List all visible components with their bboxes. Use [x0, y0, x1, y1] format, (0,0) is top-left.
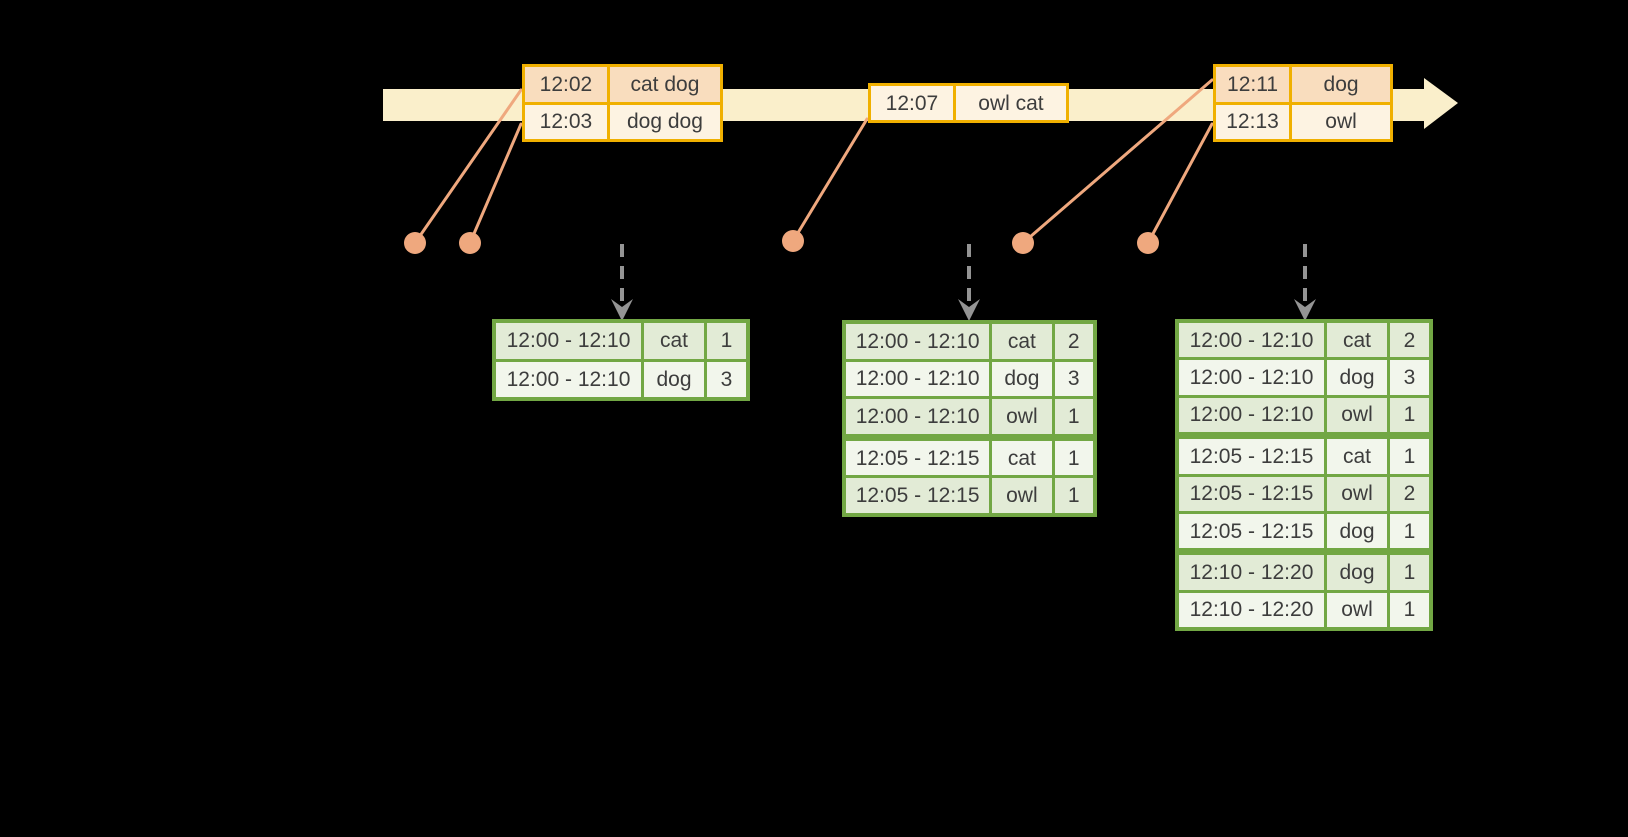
words-cell: dog [1292, 67, 1390, 102]
trigger-arrow [611, 244, 633, 321]
count-cell: 1 [1390, 439, 1429, 474]
event-connector-line [413, 88, 523, 245]
window-cell: 12:05 - 12:15 [1179, 476, 1324, 511]
window-cell: 12:05 - 12:15 [846, 440, 990, 476]
event-connector-line [791, 117, 869, 243]
time-cell: 12:02 [525, 67, 607, 102]
window-cell: 12:00 - 12:10 [496, 361, 641, 397]
word-cell: owl [1327, 397, 1387, 433]
word-cell: dog [992, 361, 1052, 397]
window-cell: 12:00 - 12:10 [1179, 323, 1324, 358]
window-cell: 12:00 - 12:10 [1179, 397, 1324, 433]
count-cell: 1 [1390, 397, 1429, 433]
word-cell: dog [1327, 360, 1387, 395]
window-cell: 12:00 - 12:10 [846, 399, 990, 434]
words-cell: cat dog [609, 67, 720, 102]
event-time-axis-arrowhead [1424, 78, 1458, 129]
trigger-arrow [958, 244, 980, 321]
word-cell: cat [992, 324, 1052, 359]
count-cell: 2 [1054, 324, 1093, 359]
count-cell: 1 [1054, 478, 1093, 513]
count-cell: 2 [1390, 476, 1429, 511]
time-cell: 12:11 [1216, 67, 1290, 102]
word-cell: cat [1327, 323, 1387, 358]
window-cell: 12:00 - 12:10 [846, 361, 990, 397]
trigger-arrow-head [958, 299, 980, 321]
time-cell: 12:07 [871, 86, 953, 120]
count-cell: 1 [707, 323, 746, 359]
time-cell: 12:03 [525, 104, 607, 139]
window-cell: 12:00 - 12:10 [496, 323, 641, 359]
window-cell: 12:10 - 12:20 [1179, 555, 1324, 590]
word-cell: owl [992, 399, 1052, 434]
words-cell: owl [1292, 104, 1390, 139]
window-cell: 12:00 - 12:10 [1179, 360, 1324, 395]
count-cell: 1 [1390, 555, 1429, 590]
word-cell: owl [1327, 592, 1387, 627]
window-cell: 12:05 - 12:15 [1179, 439, 1324, 474]
trigger-arrow [1294, 244, 1316, 321]
word-cell: owl [992, 478, 1052, 513]
count-cell: 2 [1390, 323, 1429, 358]
words-cell: dog dog [609, 104, 720, 139]
count-cell: 1 [1390, 592, 1429, 627]
trigger-arrow-head [611, 299, 633, 321]
event-dot [782, 230, 804, 252]
event-connector-line [1021, 78, 1214, 245]
count-cell: 3 [1054, 361, 1093, 397]
count-cell: 1 [1390, 513, 1429, 549]
event-connector-line [1146, 122, 1214, 245]
event-dot [1012, 232, 1034, 254]
window-cell: 12:00 - 12:10 [846, 324, 990, 359]
event-dot [459, 232, 481, 254]
count-cell: 1 [1054, 440, 1093, 476]
trigger-arrow-head [1294, 299, 1316, 321]
event-connector-line [468, 122, 523, 245]
word-cell: cat [1327, 439, 1387, 474]
time-cell: 12:13 [1216, 104, 1290, 139]
word-cell: cat [644, 323, 704, 359]
word-cell: dog [1327, 513, 1387, 549]
count-cell: 3 [1390, 360, 1429, 395]
word-cell: dog [1327, 555, 1387, 590]
window-cell: 12:10 - 12:20 [1179, 592, 1324, 627]
window-cell: 12:05 - 12:15 [1179, 513, 1324, 549]
event-dot [404, 232, 426, 254]
words-cell: owl cat [955, 86, 1066, 120]
count-cell: 1 [1054, 399, 1093, 434]
word-cell: owl [1327, 476, 1387, 511]
window-cell: 12:05 - 12:15 [846, 478, 990, 513]
word-cell: cat [992, 440, 1052, 476]
event-dot [1137, 232, 1159, 254]
count-cell: 3 [707, 361, 746, 397]
word-cell: dog [644, 361, 704, 397]
